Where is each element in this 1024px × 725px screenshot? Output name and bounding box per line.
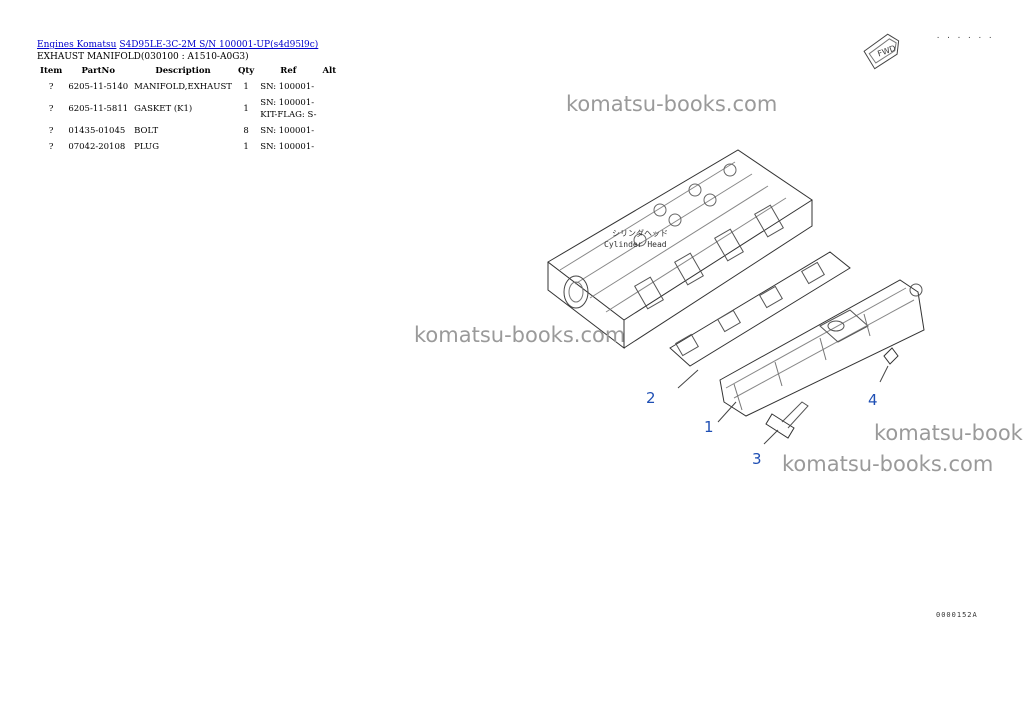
fwd-arrow-icon: FWD <box>863 33 900 70</box>
breadcrumb-link-model[interactable]: S4D95LE-3C-2M S/N 100001-UP(s4d95l9c) <box>119 40 319 50</box>
callout-3: 3 <box>752 450 762 468</box>
ref-serial: SN: 100001- <box>260 82 315 92</box>
ref-kit-flag: KIT-FLAG: S- <box>260 110 317 120</box>
ref-serial: SN: 100001- <box>260 142 315 152</box>
table-header-row: Item PartNo Description Qty Ref Alt <box>37 65 339 79</box>
table-row: ? 6205-11-5140 MANIFOLD,EXHAUST 1 SN: 10… <box>37 79 339 95</box>
cylinder-head-label-en: Cylinder Head <box>604 240 667 249</box>
table-row: ? 07042-20108 PLUG 1 SN: 100001- <box>37 139 339 155</box>
figure-top-code: · · · · · · <box>936 34 994 42</box>
exhaust-manifold-illustration <box>719 279 925 417</box>
breadcrumb-link-engines[interactable]: Engines Komatsu <box>37 40 117 50</box>
cell-qty: 1 <box>243 104 249 114</box>
cell-alt <box>319 95 339 123</box>
cylinder-head-label-jp: シリンダヘッド <box>612 228 668 238</box>
exhaust-manifold-diagram: FWD シリンダヘッド Cylinder Head <box>547 33 925 445</box>
cell-alt <box>319 139 339 155</box>
cell-partno: 01435-01045 <box>68 126 126 136</box>
cell-ref: SN: 100001- KIT-FLAG: S- <box>257 95 319 123</box>
cell-partno: 6205-11-5140 <box>68 82 129 92</box>
watermark: komatsu-books.com <box>414 323 626 347</box>
watermark: komatsu-books.com <box>874 421 1024 445</box>
bolt-illustration <box>765 401 809 439</box>
cell-alt <box>319 123 339 139</box>
gasket-illustration <box>669 251 851 367</box>
cell-item: ? <box>48 82 54 92</box>
header-ref: Ref <box>280 66 297 76</box>
cell-item: ? <box>48 142 54 152</box>
cell-item: ? <box>48 126 54 136</box>
plug-illustration <box>883 347 899 365</box>
cell-item: ? <box>48 104 54 114</box>
header-item: Item <box>40 66 63 76</box>
header-alt: Alt <box>322 66 337 76</box>
header-partno: PartNo <box>81 66 115 76</box>
header-description: Description <box>155 66 211 76</box>
ref-serial: SN: 100001- <box>260 98 315 108</box>
watermark: komatsu-books.com <box>566 92 778 116</box>
callout-4: 4 <box>868 391 878 409</box>
callout-2: 2 <box>646 389 656 407</box>
watermark: komatsu-books.com <box>782 452 994 476</box>
cell-alt <box>319 79 339 95</box>
cell-qty: 1 <box>243 82 249 92</box>
table-row: ? 6205-11-5811 GASKET (K1) 1 SN: 100001-… <box>37 95 339 123</box>
cell-description: MANIFOLD,EXHAUST <box>134 82 232 92</box>
table-row: ? 01435-01045 BOLT 8 SN: 100001- <box>37 123 339 139</box>
cell-ref: SN: 100001- <box>257 139 319 155</box>
header-qty: Qty <box>237 66 255 76</box>
cylinder-head-illustration: シリンダヘッド Cylinder Head <box>547 149 813 350</box>
cell-partno: 07042-20108 <box>68 142 126 152</box>
leader-lines <box>677 365 889 445</box>
parts-table: Item PartNo Description Qty Ref Alt ? 62… <box>37 65 339 155</box>
callout-1: 1 <box>704 418 714 436</box>
cell-description: PLUG <box>134 142 159 152</box>
breadcrumb: Engines Komatsu S4D95LE-3C-2M S/N 100001… <box>37 40 318 50</box>
cell-description: GASKET (K1) <box>134 104 193 114</box>
page-title: EXHAUST MANIFOLD(030100 : A1510-A0G3) <box>37 52 249 62</box>
cell-partno: 6205-11-5811 <box>68 104 129 114</box>
cell-ref: SN: 100001- <box>257 79 319 95</box>
cell-qty: 8 <box>243 126 249 136</box>
cell-qty: 1 <box>243 142 249 152</box>
cell-description: BOLT <box>134 126 159 136</box>
cell-ref: SN: 100001- <box>257 123 319 139</box>
figure-code: 0000152A <box>936 611 978 619</box>
ref-serial: SN: 100001- <box>260 126 315 136</box>
